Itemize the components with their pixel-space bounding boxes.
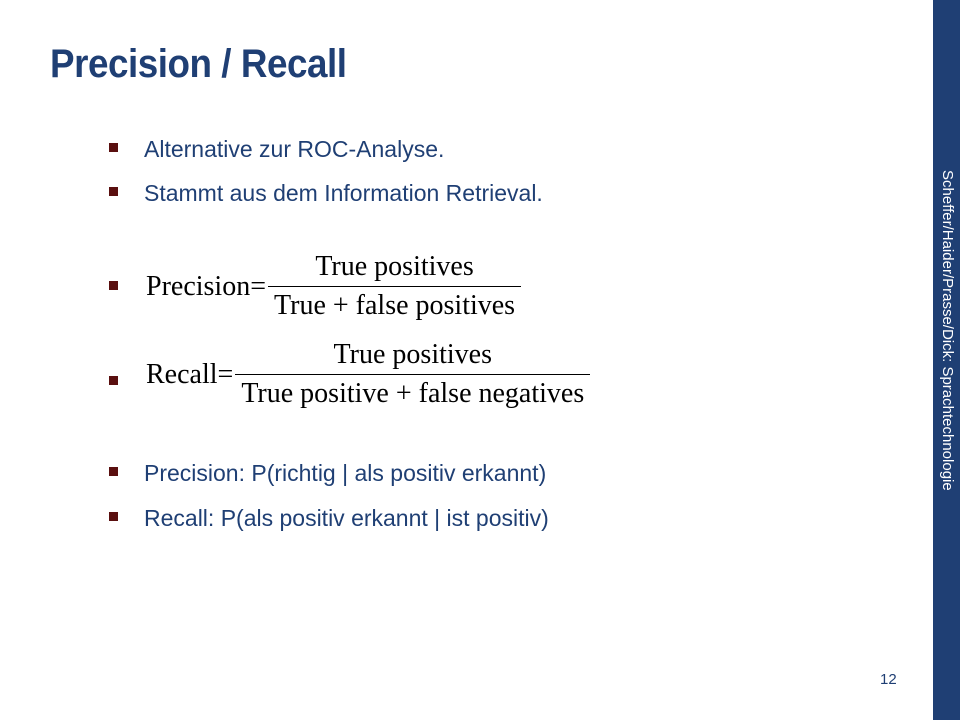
recall-formula-lhs: Recall= [146, 358, 234, 390]
bullet-text: Precision: P(richtig | als positiv erkan… [144, 460, 547, 486]
bullet-marker [109, 467, 118, 476]
recall-fraction: True positives True positive + false neg… [235, 339, 591, 409]
recall-numerator: True positives [333, 339, 492, 370]
bullet-marker [109, 512, 118, 521]
slide-title: Precision / Recall [50, 42, 347, 86]
precision-fraction: True positives True + false positives [268, 251, 522, 321]
bullet-marker [109, 376, 118, 385]
bullet-text: Recall: P(als positiv erkannt | ist posi… [144, 505, 549, 531]
recall-formula: Recall= True positives True positive + f… [146, 339, 591, 409]
bullet-marker [109, 143, 118, 152]
bullet-marker [109, 281, 118, 290]
precision-denominator: True + false positives [268, 286, 522, 321]
sidebar-band [933, 0, 960, 720]
sidebar-author-text: Scheffer/Haider/Prasse/Dick: Sprachtechn… [939, 170, 956, 491]
page-number: 12 [880, 671, 897, 688]
precision-formula: Precision= True positives True + false p… [146, 251, 522, 321]
bullet-marker [109, 187, 118, 196]
recall-denominator: True positive + false negatives [235, 374, 591, 409]
precision-formula-lhs: Precision= [146, 270, 266, 302]
bullet-text: Alternative zur ROC-Analyse. [144, 136, 445, 162]
precision-numerator: True positives [315, 251, 474, 282]
bullet-text: Stammt aus dem Information Retrieval. [144, 180, 543, 206]
